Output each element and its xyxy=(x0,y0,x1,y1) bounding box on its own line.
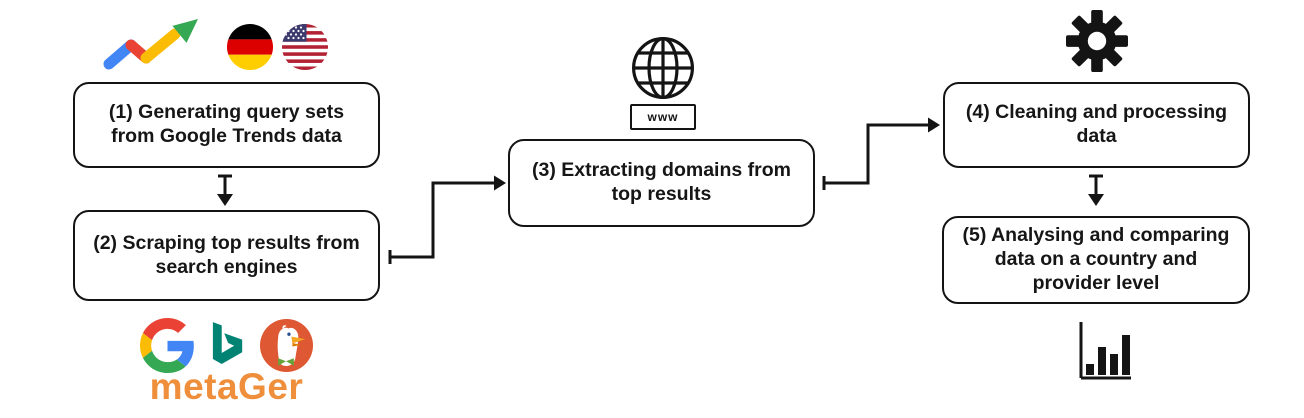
step-box-3: (3) Extracting domains from top results xyxy=(508,139,815,227)
step-box-5: (5) Analysing and comparing data on a co… xyxy=(942,216,1250,304)
metager-logo: metaGer xyxy=(73,366,380,408)
step-box-4: (4) Cleaning and processing data xyxy=(943,82,1250,168)
arrow-step2-to-step3 xyxy=(388,175,506,264)
arrow-step1-to-step2 xyxy=(217,174,233,206)
arrow-step3-to-step4 xyxy=(822,117,940,190)
arrow-step4-to-step5 xyxy=(1088,174,1104,206)
metager-wordmark: metaGer xyxy=(149,366,304,407)
step-label-2: (2) Scraping top results from search eng… xyxy=(93,231,360,278)
bar-chart-icon xyxy=(1073,320,1135,382)
step-label-1: (1) Generating query sets from Google Tr… xyxy=(108,101,345,147)
duckduckgo-logo xyxy=(259,318,314,373)
germany-flag-icon xyxy=(227,24,273,70)
step-label-5: (5) Analysing and comparing data on a co… xyxy=(962,224,1230,294)
step-label-4: (4) Cleaning and processing data xyxy=(965,101,1228,147)
www-label: www xyxy=(647,110,679,124)
globe-www-icon xyxy=(630,35,696,101)
www-label-box: www xyxy=(630,104,696,130)
usa-flag-icon xyxy=(282,24,328,70)
google-trends-icon xyxy=(100,14,206,72)
bing-logo xyxy=(203,315,251,375)
step-label-3: (3) Extracting domains from top results xyxy=(532,159,791,205)
step-box-2: (2) Scraping top results from search eng… xyxy=(73,210,380,301)
google-logo xyxy=(140,318,195,373)
gear-icon xyxy=(1066,10,1128,72)
step-box-1: (1) Generating query sets from Google Tr… xyxy=(73,82,380,168)
